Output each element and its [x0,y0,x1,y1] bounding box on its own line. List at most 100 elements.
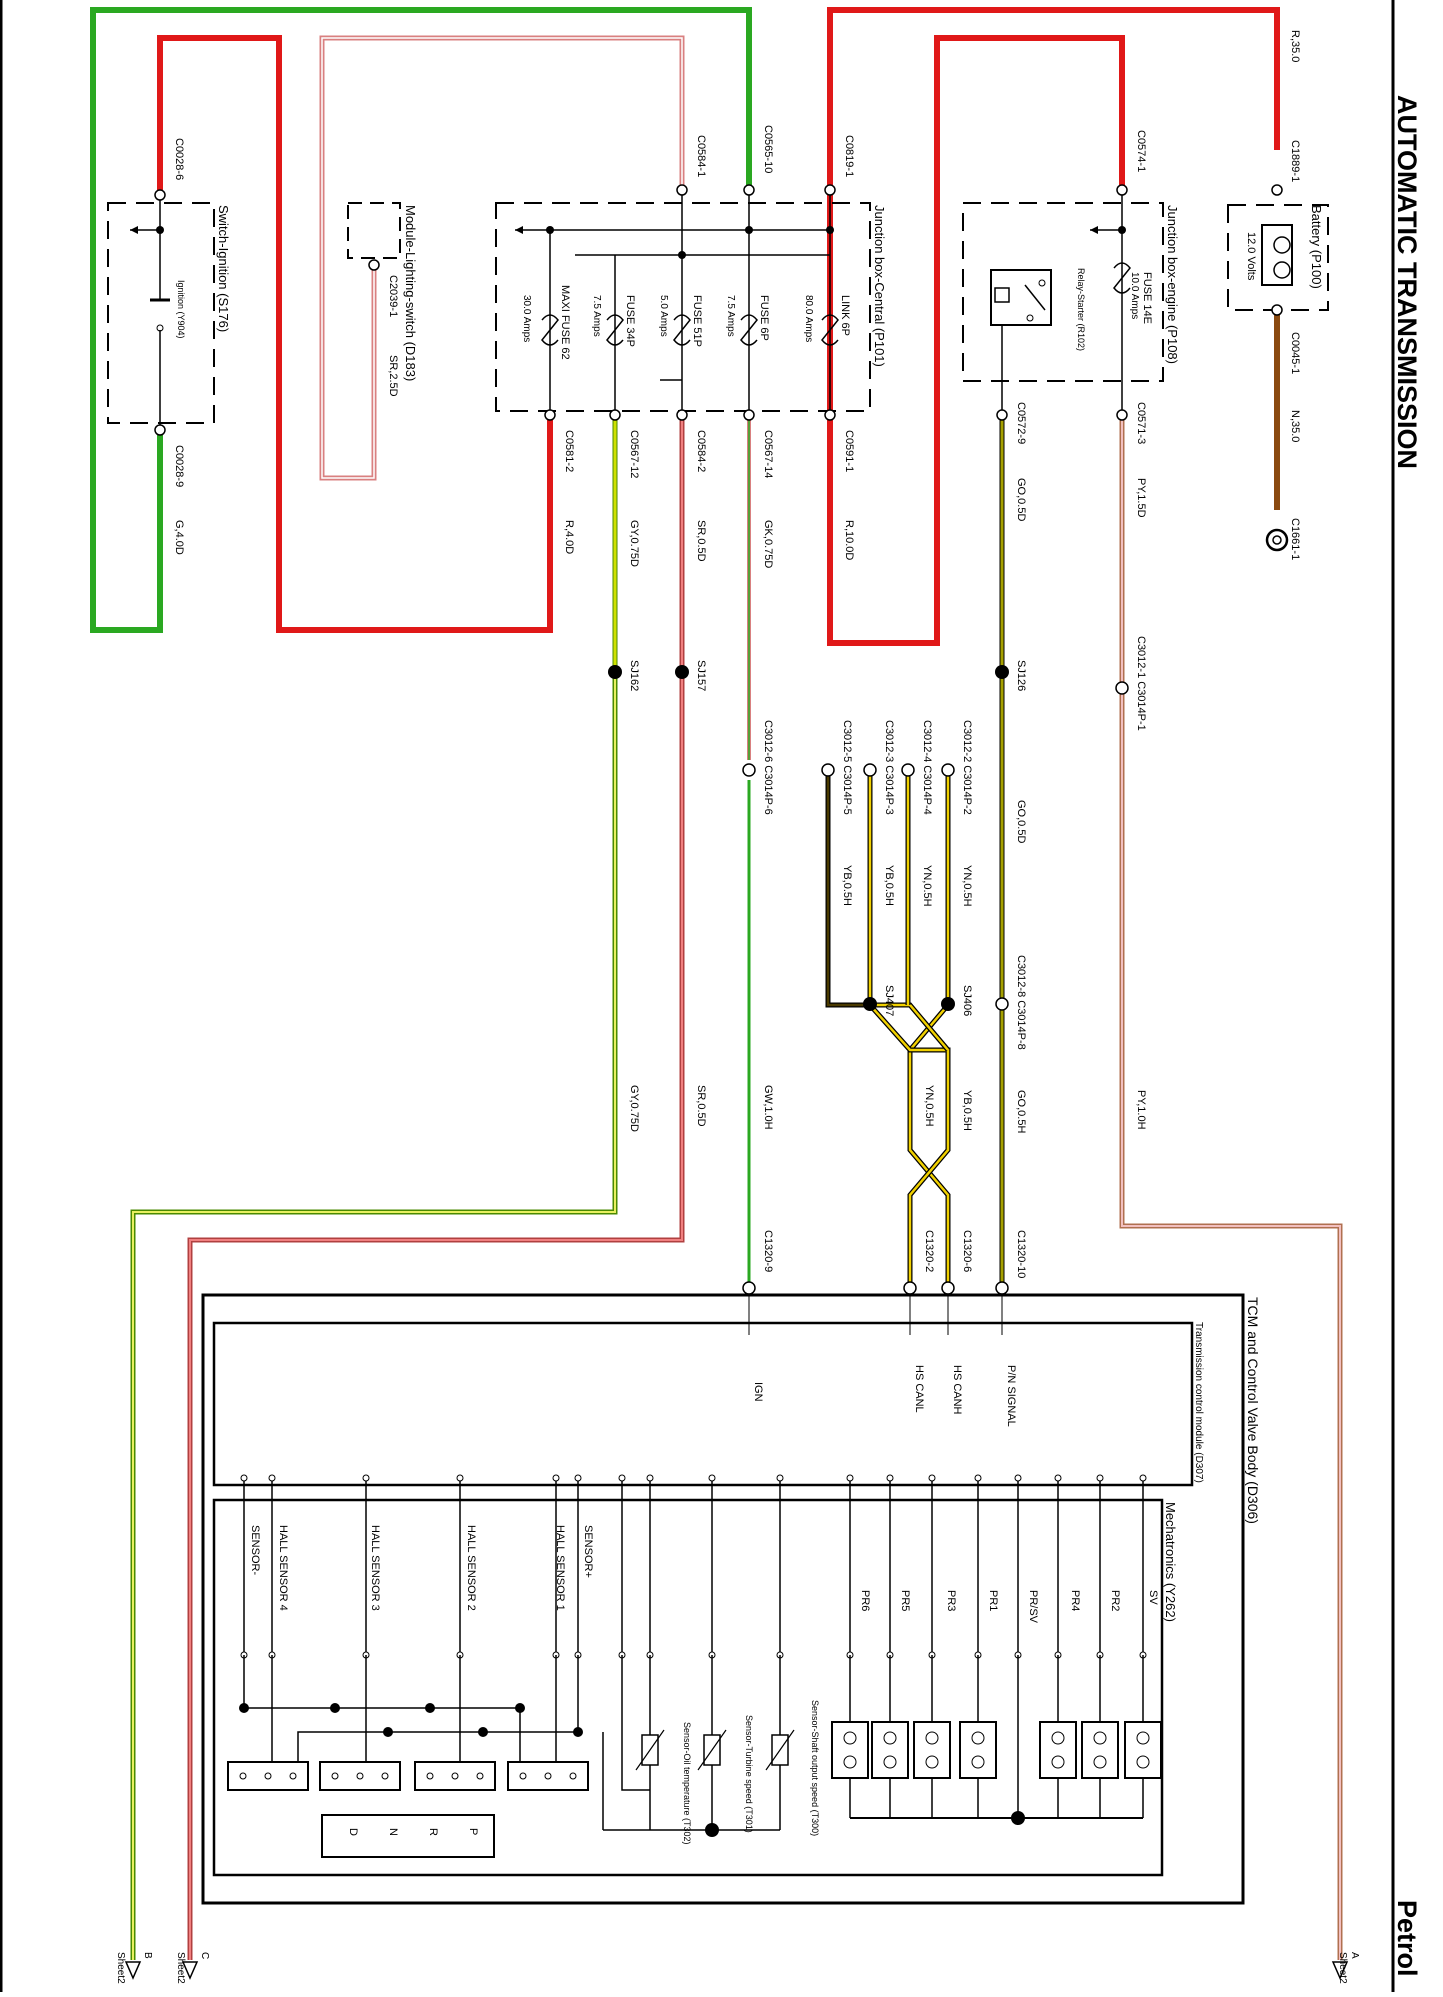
svg-text:YB,0.5H: YB,0.5H [961,1090,973,1131]
can-wires [825,770,951,1288]
svg-text:C0572-9: C0572-9 [1015,402,1027,444]
svg-text:TCM and Control Valve Body (D3: TCM and Control Valve Body (D306) [1245,1297,1261,1524]
connector-icon [609,409,621,421]
solenoid-icon [1039,1721,1077,1779]
splice-icon [675,665,689,679]
solenoid-icon [1081,1721,1119,1779]
svg-text:SR,2.5D: SR,2.5D [387,355,399,397]
lighting-switch: Module-Lighting-switch (D183) C2039-1 SR… [347,202,418,397]
svg-text:SENSOR-: SENSOR- [249,1525,261,1575]
connector-icon [742,1281,756,1295]
svg-text:SJ126: SJ126 [1015,660,1027,691]
svg-text:FUSE 34P: FUSE 34P [624,295,636,347]
svg-text:PR/SV: PR/SV [1027,1590,1039,1624]
fuse-icon [821,314,839,346]
connector-icon [995,1281,1009,1295]
battery: 12.0 Volts Battery (P100) C1889-1 C0045-… [1227,30,1329,560]
ground-icon [1265,528,1289,552]
pin-icon [268,1474,276,1482]
svg-text:7.5 Amps: 7.5 Amps [591,295,602,337]
svg-text:C0567-12: C0567-12 [628,430,640,478]
svg-text:GO,0.5D: GO,0.5D [1015,800,1027,843]
svg-text:C0581-2: C0581-2 [563,430,575,472]
pin-icon [574,1474,582,1482]
svg-text:HS CANH: HS CANH [951,1365,963,1415]
splice-icon [863,997,877,1011]
pin-icon [1139,1474,1147,1482]
svg-text:SJ162: SJ162 [628,660,640,691]
svg-text:R,35.0: R,35.0 [1289,30,1301,62]
connector-icon [941,1281,955,1295]
solenoid-icon [913,1721,951,1779]
svg-text:R: R [427,1828,439,1836]
svg-text:P/N SIGNAL: P/N SIGNAL [1005,1365,1017,1427]
svg-text:HS CANL: HS CANL [913,1365,925,1413]
svg-text:C0028-9: C0028-9 [173,445,185,487]
svg-text:Relay-Starter (R102): Relay-Starter (R102) [1076,268,1086,351]
svg-text:C0567-14: C0567-14 [762,430,774,478]
diagram-variant: Petrol [1392,1900,1422,1977]
connector-icon [154,424,166,436]
svg-text:FUSE 6P: FUSE 6P [758,295,770,341]
connector-icon [743,409,755,421]
svg-text:YN,0.5H: YN,0.5H [921,865,933,907]
svg-text:R,4.0D: R,4.0D [563,520,575,554]
svg-text:PY,1.5D: PY,1.5D [1135,478,1147,518]
pin-icon [776,1474,784,1482]
svg-text:C0565-10: C0565-10 [762,125,774,173]
connector-icon [824,184,836,196]
svg-text:Junction box-Central (P101): Junction box-Central (P101) [872,205,887,367]
svg-text:C0028-6: C0028-6 [173,138,185,180]
svg-text:FUSE 51P: FUSE 51P [691,295,703,347]
connector-icon [742,763,756,777]
gear-selector [321,1814,495,1858]
svg-text:N: N [387,1828,399,1836]
svg-text:SV: SV [1147,1590,1159,1605]
svg-text:C2039-1: C2039-1 [387,275,399,317]
svg-text:Sensor-Shaft output speed (T30: Sensor-Shaft output speed (T300) [810,1700,820,1836]
connector-icon [903,1281,917,1295]
svg-text:C1320-10: C1320-10 [1015,1230,1027,1278]
svg-text:B: B [142,1952,153,1959]
svg-text:GO,0.5H: GO,0.5H [1015,1090,1027,1133]
svg-text:C1889-1: C1889-1 [1289,140,1301,182]
svg-text:A: A [1349,1952,1360,1959]
pin-icon [552,1474,560,1482]
svg-text:C0819-1: C0819-1 [843,135,855,177]
svg-text:YB,0.5H: YB,0.5H [883,865,895,906]
red-wire-battery [827,7,1280,646]
connector-icon [1271,304,1283,316]
connector-icon [863,763,877,777]
top-connectors [154,184,1283,436]
splice-icon [705,1823,719,1837]
tcm-bus-lines [227,1474,1162,1837]
svg-text:LINK 6P: LINK 6P [839,295,851,336]
connector-icon [996,409,1008,421]
svg-text:PR4: PR4 [1069,1590,1081,1611]
svg-text:SENSOR+: SENSOR+ [582,1525,594,1578]
svg-text:MAXI FUSE 62: MAXI FUSE 62 [559,285,571,360]
connector-icon [1116,184,1128,196]
svg-text:Mechatronics (Y262): Mechatronics (Y262) [1163,1502,1178,1622]
svg-text:C0584-2: C0584-2 [695,430,707,472]
svg-text:Sheet2: Sheet2 [175,1952,186,1984]
svg-text:G,4.0D: G,4.0D [173,520,185,555]
connector-icon [1115,681,1129,695]
svg-text:P: P [467,1828,479,1835]
svg-text:C3012-8 C3014P-8: C3012-8 C3014P-8 [1015,955,1027,1050]
svg-text:C3012-3 C3014P-3: C3012-3 C3014P-3 [883,720,895,815]
tcm-module [212,1321,1194,1487]
can-high-wire [908,770,950,1288]
svg-text:FUSE 14E: FUSE 14E [1141,272,1153,324]
svg-text:80.0 Amps: 80.0 Amps [803,295,814,342]
junction-box-engine: Junction box-engine (P108) FUSE 14E 10.0… [962,130,1180,521]
svg-text:PR6: PR6 [859,1590,871,1611]
sr-wire [189,415,683,1960]
svg-text:GK,0.75D: GK,0.75D [762,520,774,568]
can-low-wire [869,1004,950,1288]
gy-wire [132,415,616,1960]
connector-icon [821,763,835,777]
battery-name: Battery (P100) [1309,205,1324,289]
pin-icon [974,1474,982,1482]
svg-text:HALL SENSOR 2: HALL SENSOR 2 [465,1525,477,1611]
